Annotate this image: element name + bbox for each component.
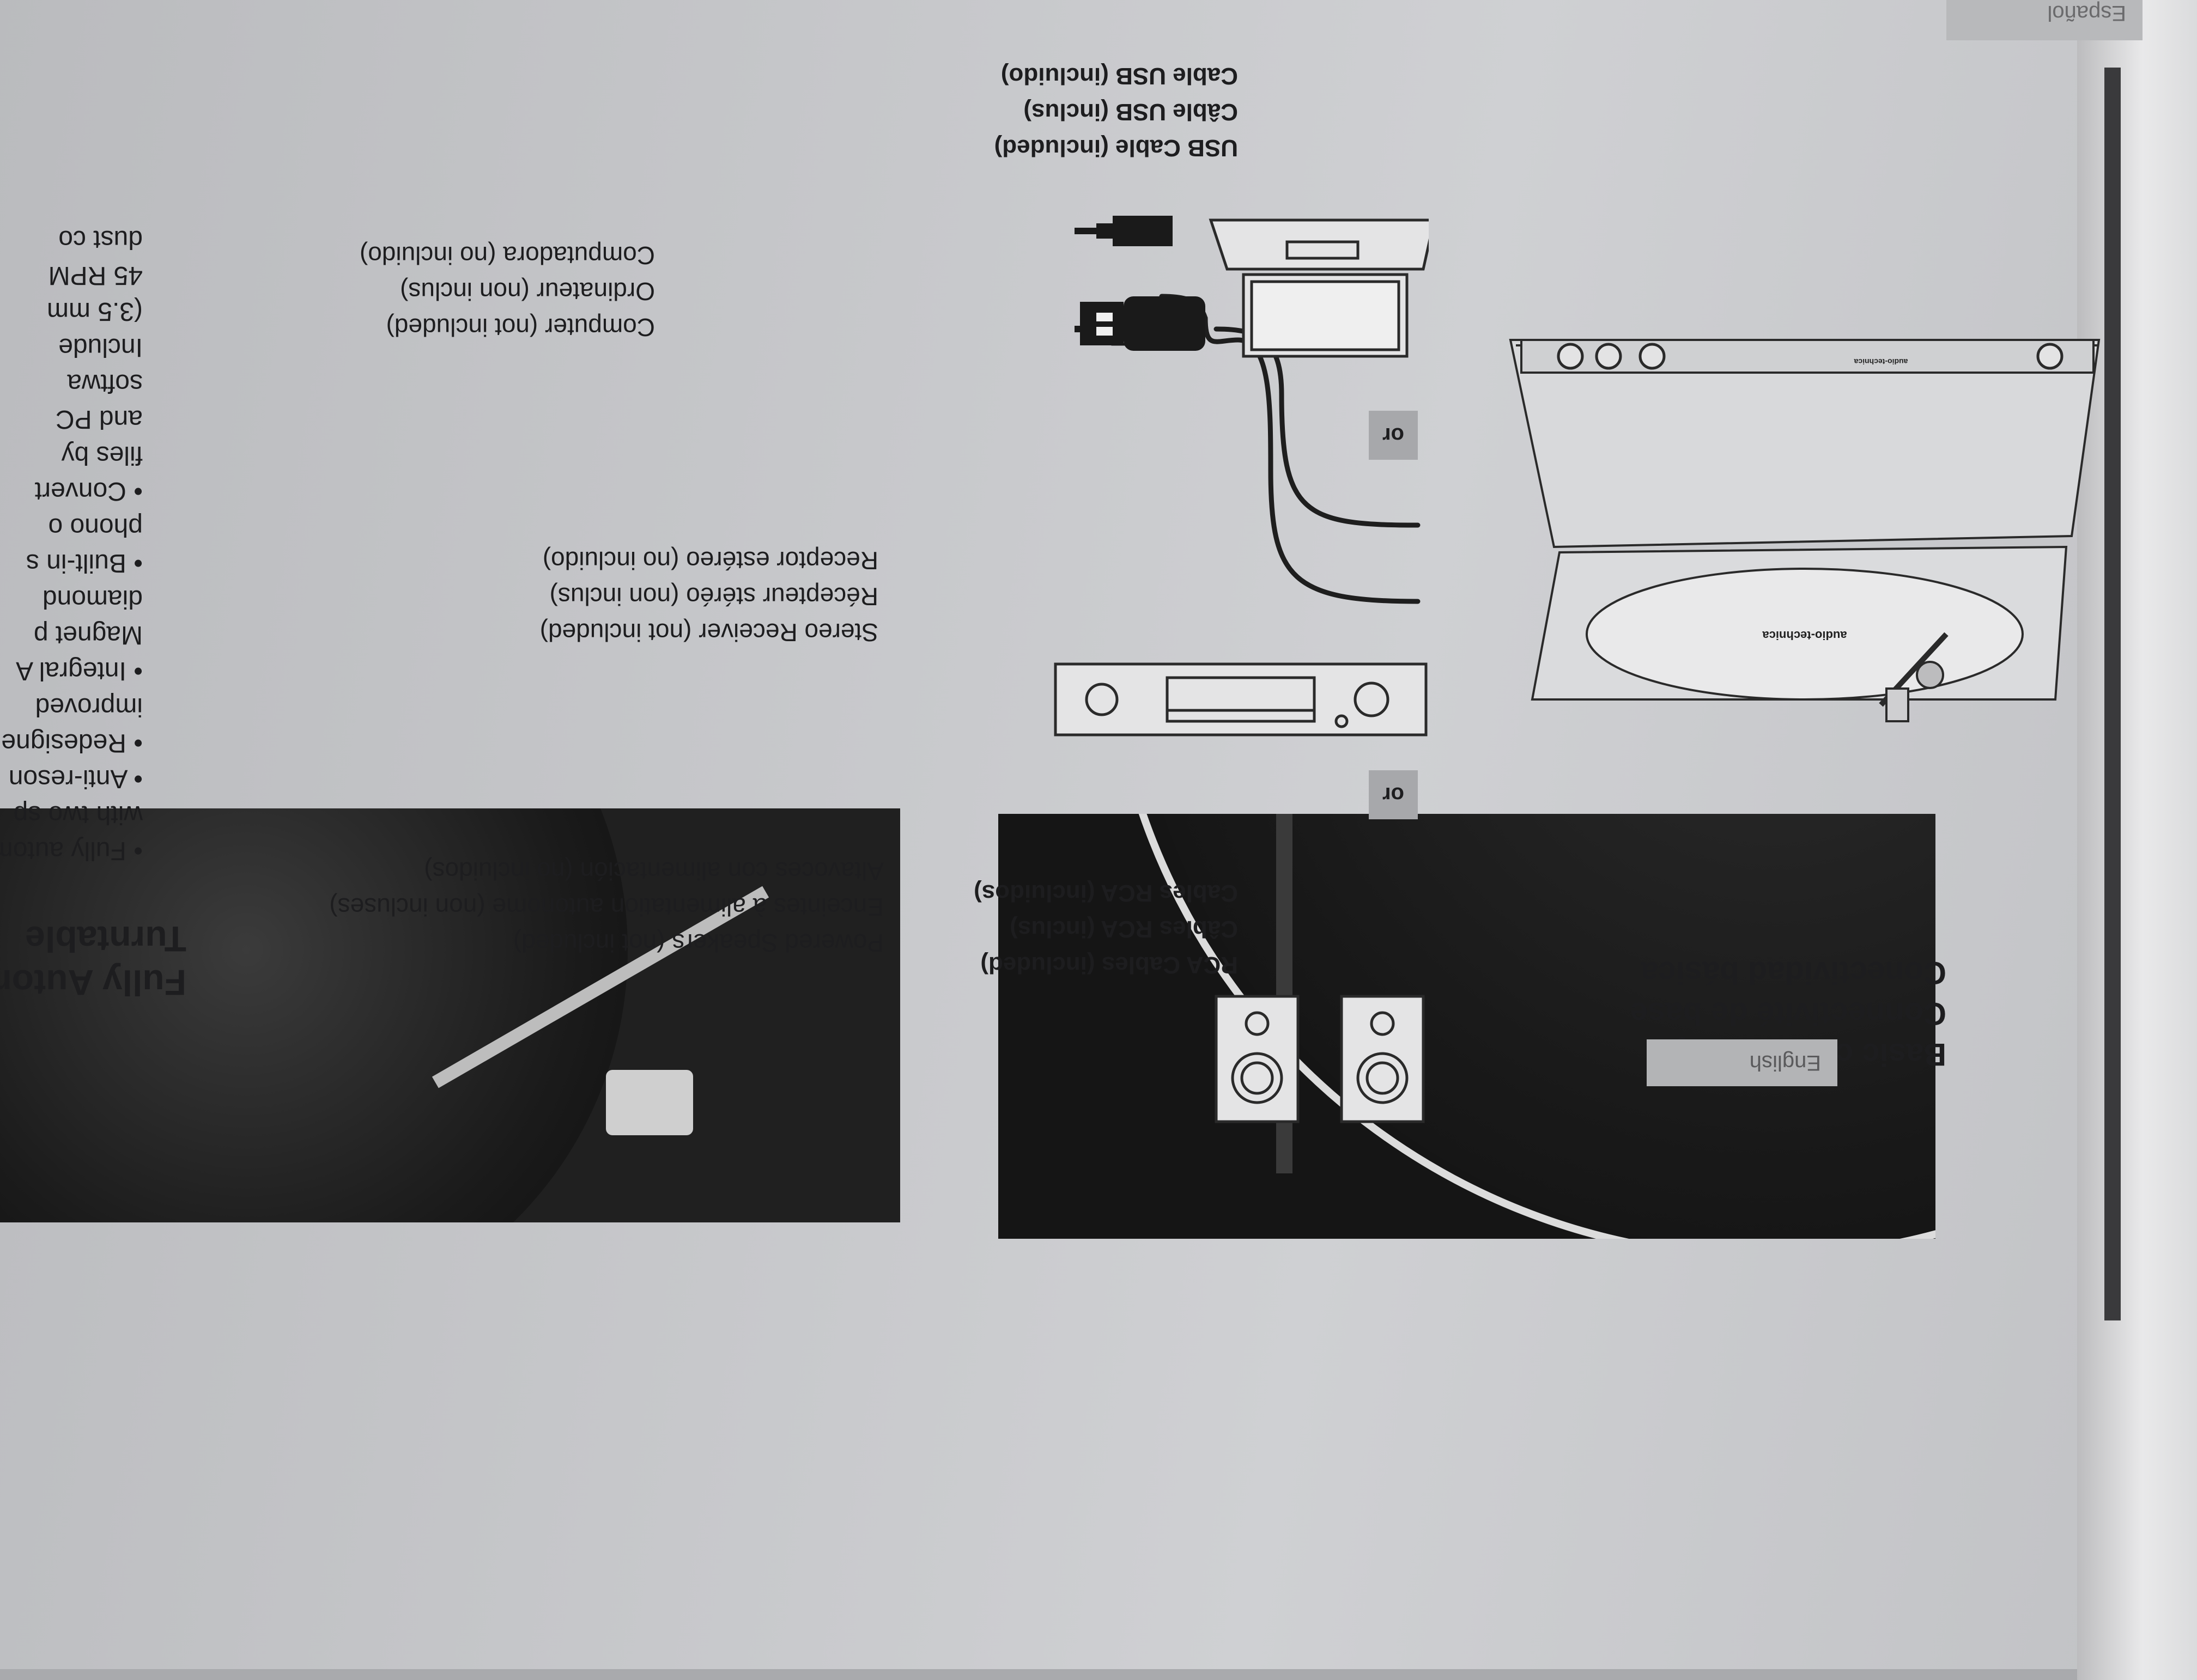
feature-line: • Built-in s [26, 549, 143, 577]
feature-title-line1: Fully Autom [0, 963, 186, 1003]
usb-cable-label-fr: Câble USB (inclus) [1023, 99, 1238, 125]
feature-line: • Convert [34, 477, 143, 506]
computer-label: Computer (not included) Ordinateur (non … [360, 238, 655, 345]
computer-label-fr: Ordinateur (non inclus) [400, 277, 655, 306]
feature-line: and PC [55, 405, 143, 434]
feature-line: (3.5 mm [46, 297, 143, 326]
speakers-label-fr: Enceintes à alimentation autonome (non i… [329, 893, 884, 921]
rca-cable-label-es: Cables RCA (incluidos) [974, 880, 1238, 906]
brand-logo-plinth: audio-technica [1854, 357, 1908, 366]
usb-plug [1080, 296, 1205, 351]
receiver-label-es: Receptor estéreo (no incluido) [542, 546, 878, 575]
feature-line: • Anti-reson [8, 764, 143, 793]
feature-line: 45 RPM [48, 261, 143, 290]
feature-line: • Fully autom [0, 836, 143, 865]
stereo-receiver-icon [1054, 662, 1428, 736]
feature-line: softwa [67, 369, 143, 398]
receiver-label-fr: Récepteur stéréo (non inclus) [549, 582, 878, 611]
receiver-label-en: Stereo Receiver (not included) [539, 618, 878, 647]
rca-plug-red [1075, 216, 1173, 246]
rca-cable-label-en: RCA Cables (included) [980, 952, 1238, 978]
or-badge-2: or [1369, 411, 1418, 460]
powered-speakers-icon [1215, 995, 1425, 1123]
speakers-label-es: Altavoces con alimentación (no incluidos… [424, 857, 884, 885]
rca-cable [1203, 315, 1421, 604]
computer-label-es: Computadora (no incluido) [359, 241, 655, 270]
usb-cable-label-es: Cable USB (incluido) [1000, 63, 1238, 89]
feature-line: diamond [42, 585, 143, 613]
feature-line: • Integral A [16, 656, 143, 685]
turntable-illustration: audio-technica audio-technica [1509, 339, 2101, 722]
feature-title: Fully Autom Turntable [0, 917, 186, 1005]
speakers-label: Powered Speakers (not included) Enceinte… [329, 853, 884, 961]
or-badge-1: or [1369, 770, 1418, 819]
feature-line: • Redesigne [1, 728, 143, 757]
rca-cable-label-fr: Câbles RCA (inclus) [1010, 916, 1238, 942]
feature-list: • Fully autom with two sp • Anti-reson •… [0, 221, 143, 868]
receiver-label: Stereo Receiver (not included) Récepteur… [540, 543, 878, 650]
speed-knob-3 [1557, 343, 1584, 370]
power-knob [2036, 343, 2064, 370]
feature-line: improved [35, 692, 143, 721]
computer-icon [1209, 218, 1429, 358]
feature-line: files by [61, 441, 143, 470]
speed-knob-2 [1595, 343, 1622, 370]
feature-line: dust co [58, 225, 143, 254]
speakers-label-en: Powered Speakers (not included) [513, 929, 884, 957]
computer-label-en: Computer (not included) [386, 313, 655, 342]
feature-title-line2: Turntable [25, 919, 186, 959]
usb-cable-label-en: USB Cable (included) [994, 135, 1238, 161]
usb-cable-label: USB Cable (included) Câble USB (inclus) … [994, 58, 1238, 166]
rca-cable-label: RCA Cables (included) Câbles RCA (inclus… [974, 875, 1238, 983]
feature-line: Magnet p [33, 620, 143, 649]
feature-line: with two sp [13, 800, 143, 829]
brand-logo-platter: audio-technica [1762, 629, 1847, 642]
speed-knob-1 [1638, 343, 1666, 370]
feature-line: phono o [48, 513, 143, 541]
feature-line: Include [58, 333, 143, 362]
